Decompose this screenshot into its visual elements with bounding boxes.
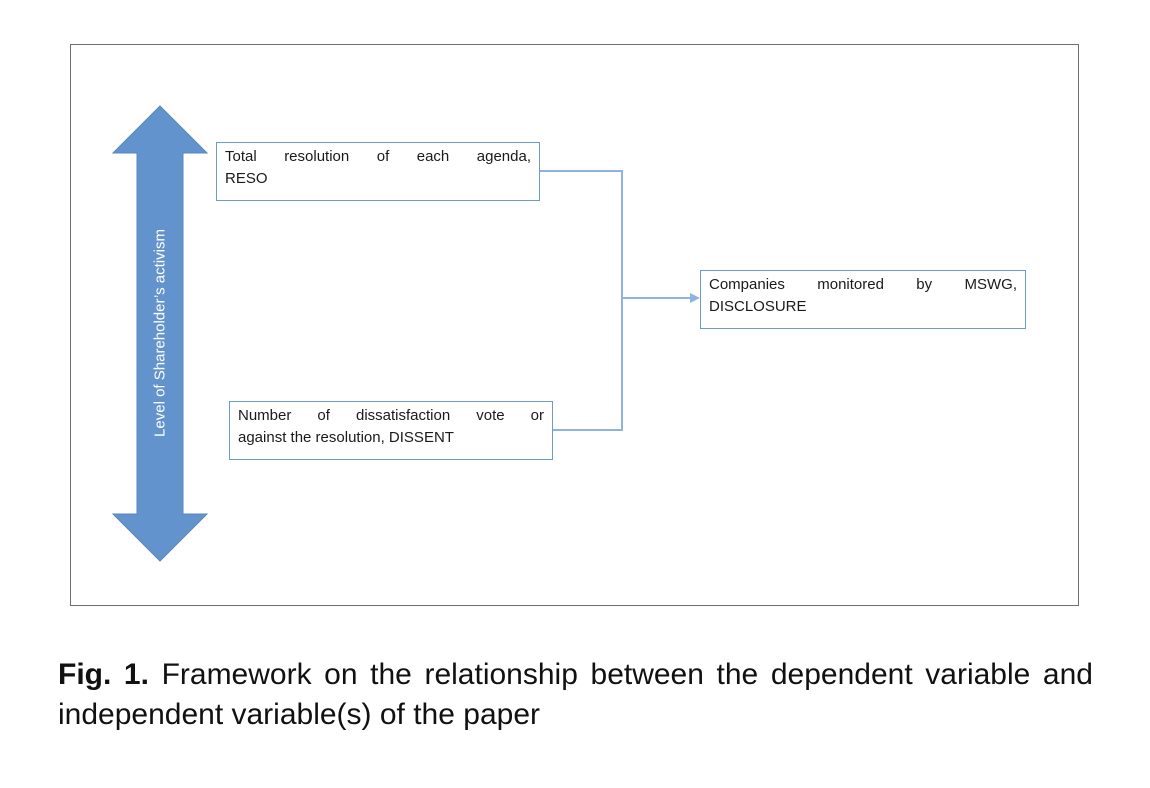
dissent-connector [553,298,623,431]
reso-box-line1: Total resolution of each agenda, [225,148,531,165]
reso-box-line2: RESO [225,170,268,187]
figure-caption-text: Framework on the relationship between th… [58,658,1093,731]
reso-connector [540,170,623,298]
disclosure-box-line1: Companies monitored by MSWG, [709,276,1017,293]
figure-frame [70,44,1079,606]
disclosure-box: Companies monitored by MSWG, DISCLOSURE [700,270,1026,329]
connector-arrowhead-icon [690,293,700,303]
disclosure-box-line2: DISCLOSURE [709,298,807,315]
activism-arrow-shape [111,105,209,562]
figure-label: Fig. 1. [58,658,149,691]
dissent-box-line2: against the resolution, DISSENT [238,429,454,446]
dissent-box-line1: Number of dissatisfaction vote or [238,407,544,424]
figure-caption: Fig. 1. Framework on the relationship be… [58,655,1093,735]
dissent-box: Number of dissatisfaction vote or agains… [229,401,553,460]
reso-box: Total resolution of each agenda, RESO [216,142,540,201]
